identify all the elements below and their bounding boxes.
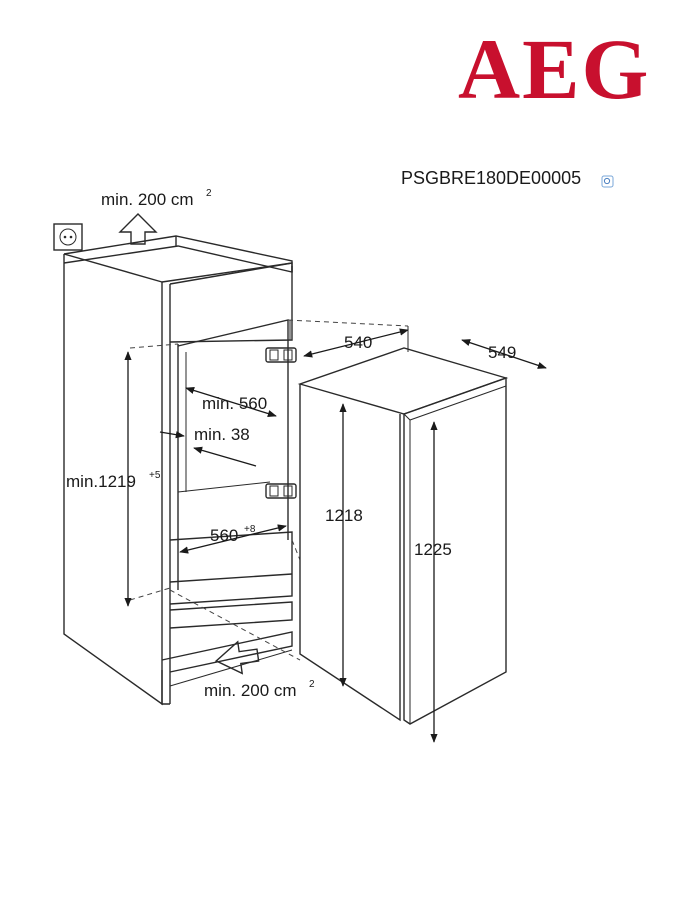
dimension-min-560 bbox=[185, 386, 277, 418]
dimension-min-38 bbox=[159, 431, 257, 467]
vent-up-arrow-icon bbox=[118, 213, 158, 245]
dim-niche-height: min.1219 bbox=[66, 472, 136, 491]
dim-min-gap: min. 38 bbox=[194, 425, 250, 444]
vent-top-sup: 2 bbox=[206, 188, 212, 199]
dim-appliance-depth: 549 bbox=[488, 343, 516, 362]
dimension-540 bbox=[289, 320, 409, 358]
dim-niche-min-width: min. 560 bbox=[202, 394, 267, 413]
dim-niche-width: 560 bbox=[210, 526, 238, 545]
kitchen-cabinet bbox=[63, 235, 293, 706]
vent-top-label: min. 200 cm bbox=[101, 190, 194, 209]
vent-bottom-label: min. 200 cm bbox=[204, 681, 297, 700]
appliance-body bbox=[297, 347, 509, 725]
dim-body-height: 1218 bbox=[325, 506, 363, 525]
dimension-549 bbox=[461, 339, 547, 369]
vent-bottom-sup: 2 bbox=[309, 679, 315, 690]
search-badge-icon bbox=[601, 175, 614, 188]
dim-door-height: 1225 bbox=[414, 540, 452, 559]
dim-niche-width-sup: +8 bbox=[244, 524, 256, 535]
product-code: PSGBRE180DE00005 bbox=[401, 168, 581, 188]
power-socket-icon bbox=[53, 223, 83, 251]
aeg-logo: AEG bbox=[458, 21, 650, 117]
hinge-icon bbox=[265, 483, 297, 499]
hinge-icon bbox=[265, 347, 297, 363]
dim-niche-depth: 540 bbox=[344, 333, 372, 352]
dim-niche-height-sup: +5 bbox=[149, 470, 161, 481]
vent-in-arrow-icon bbox=[214, 640, 260, 675]
dimension-560 bbox=[179, 524, 287, 554]
projection-lines bbox=[129, 319, 409, 661]
